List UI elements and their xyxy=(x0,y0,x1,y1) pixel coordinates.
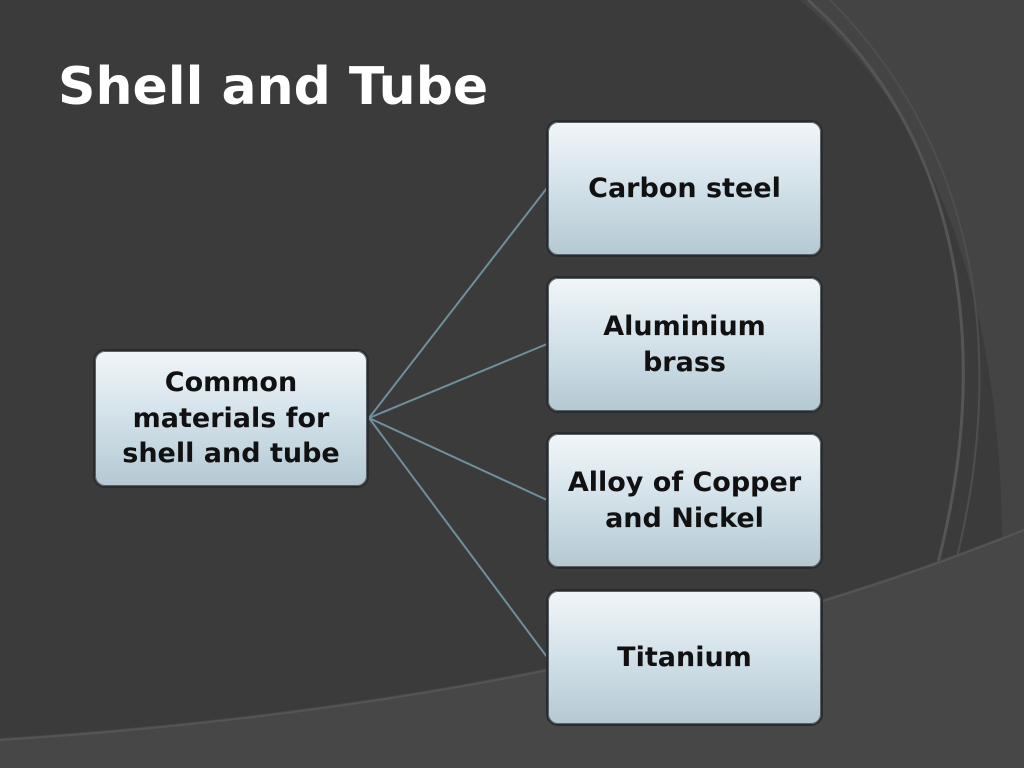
root-node: Common materials for shell and tube xyxy=(93,349,369,488)
slide-title: Shell and Tube xyxy=(58,57,489,117)
child-node-label: Alloy of Copper and Nickel xyxy=(567,466,802,534)
child-node-titanium: Titanium xyxy=(546,589,823,726)
connector-copper-nickel xyxy=(368,417,548,501)
child-node-aluminium-brass: Aluminium brass xyxy=(546,276,823,413)
child-node-label: Carbon steel xyxy=(588,172,781,204)
connector-titanium xyxy=(368,417,548,658)
root-node-label: Common materials for shell and tube xyxy=(122,367,340,470)
child-node-copper-nickel-alloy: Alloy of Copper and Nickel xyxy=(546,432,823,569)
connector-carbon-steel xyxy=(368,187,548,419)
child-node-label: Aluminium brass xyxy=(603,310,766,378)
background-arc-band xyxy=(800,0,1024,640)
connector-aluminium-brass xyxy=(368,343,548,419)
child-node-label: Titanium xyxy=(617,641,752,673)
child-node-carbon-steel: Carbon steel xyxy=(546,120,823,257)
